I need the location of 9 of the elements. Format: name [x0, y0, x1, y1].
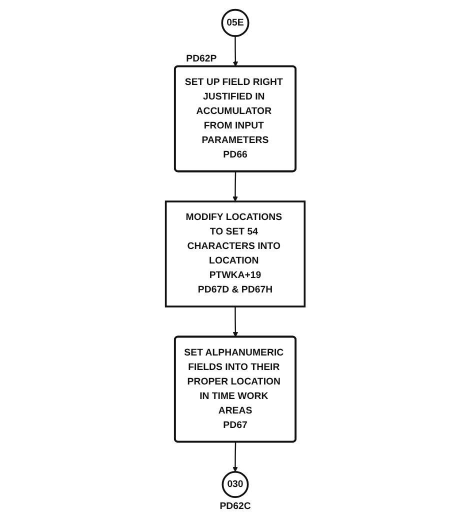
arrow: [232, 36, 238, 67]
node-caption: PD62C: [219, 501, 251, 512]
arrow: [232, 172, 238, 202]
arrow: [232, 442, 238, 472]
node-caption: PD62P: [186, 53, 216, 64]
arrow: [232, 306, 238, 338]
node-circle: 05E: [220, 8, 250, 38]
node-box: MODIFY LOCATIONS TO SET 54 CHARACTERS INTO LOCATION PTWKA+19 PD67D & PD67H: [164, 200, 306, 308]
node-circle: 030: [222, 471, 248, 498]
